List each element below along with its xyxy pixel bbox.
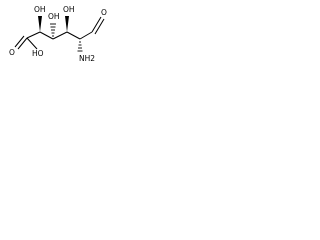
bond-c2-c3 (39, 31, 54, 40)
hash-c5-nh2 (77, 41, 83, 52)
bond-c6-o-double-a (91, 16, 102, 33)
bond-c4-c5 (66, 31, 81, 40)
acid-oh-label: HO (32, 49, 44, 58)
bond-c1-oh (26, 37, 38, 50)
oh-label-c3: OH (48, 12, 60, 21)
bond-c1-c2 (26, 31, 41, 39)
oh-label-c4: OH (63, 5, 75, 14)
bond-c1-o-double-a (17, 37, 28, 50)
aldehyde-o-label: O (101, 8, 107, 17)
aldehyde-group (91, 16, 105, 35)
structural-formula: OH OH OH O HO O NH2 (9, 5, 107, 63)
acid-o-label: O (9, 48, 15, 57)
amine-label: NH2 (79, 54, 95, 63)
bond-skeleton (26, 31, 93, 40)
wedge-c4-oh (65, 16, 69, 32)
bond-c5-c6 (79, 31, 93, 40)
carboxyl-group (14, 35, 38, 50)
stereo-bonds (38, 16, 83, 52)
wedge-c2-oh (38, 16, 42, 32)
bond-c3-c4 (52, 31, 68, 40)
bond-c1-o-double-b (14, 35, 25, 48)
oh-label-c2: OH (34, 5, 46, 14)
hash-c3-oh (50, 23, 56, 37)
bond-c6-o-double-b (94, 18, 105, 35)
